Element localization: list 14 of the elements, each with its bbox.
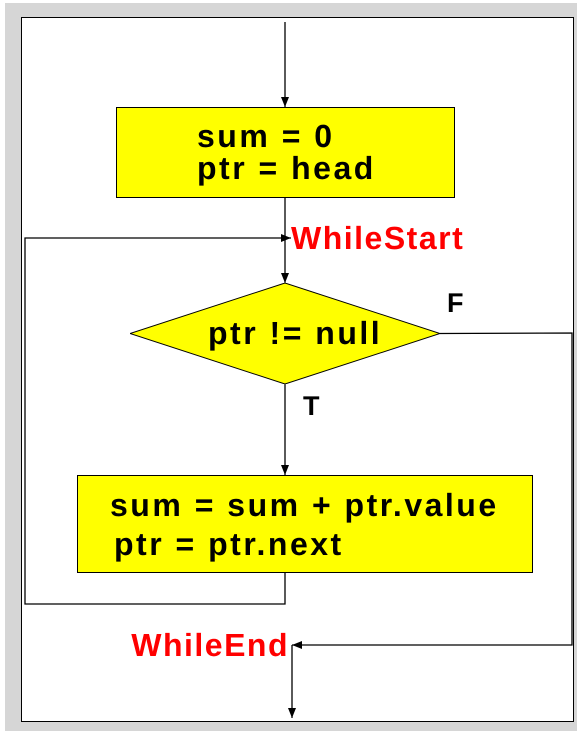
arrow	[281, 384, 289, 475]
arrow	[281, 198, 289, 283]
code-text: ptr != null	[208, 315, 382, 351]
arrow	[288, 645, 296, 718]
code-text: sum = sum + ptr.value	[110, 487, 499, 523]
arrow	[281, 22, 289, 107]
process-box	[77, 475, 533, 573]
arrow	[24, 234, 291, 605]
label-text: WhileEnd	[100, 628, 292, 662]
process-box	[116, 107, 455, 198]
label-text: WhileStart	[291, 221, 476, 255]
code-text: ptr = ptr.next	[114, 526, 344, 562]
decision-diamond	[130, 283, 440, 384]
arrow	[292, 332, 573, 649]
